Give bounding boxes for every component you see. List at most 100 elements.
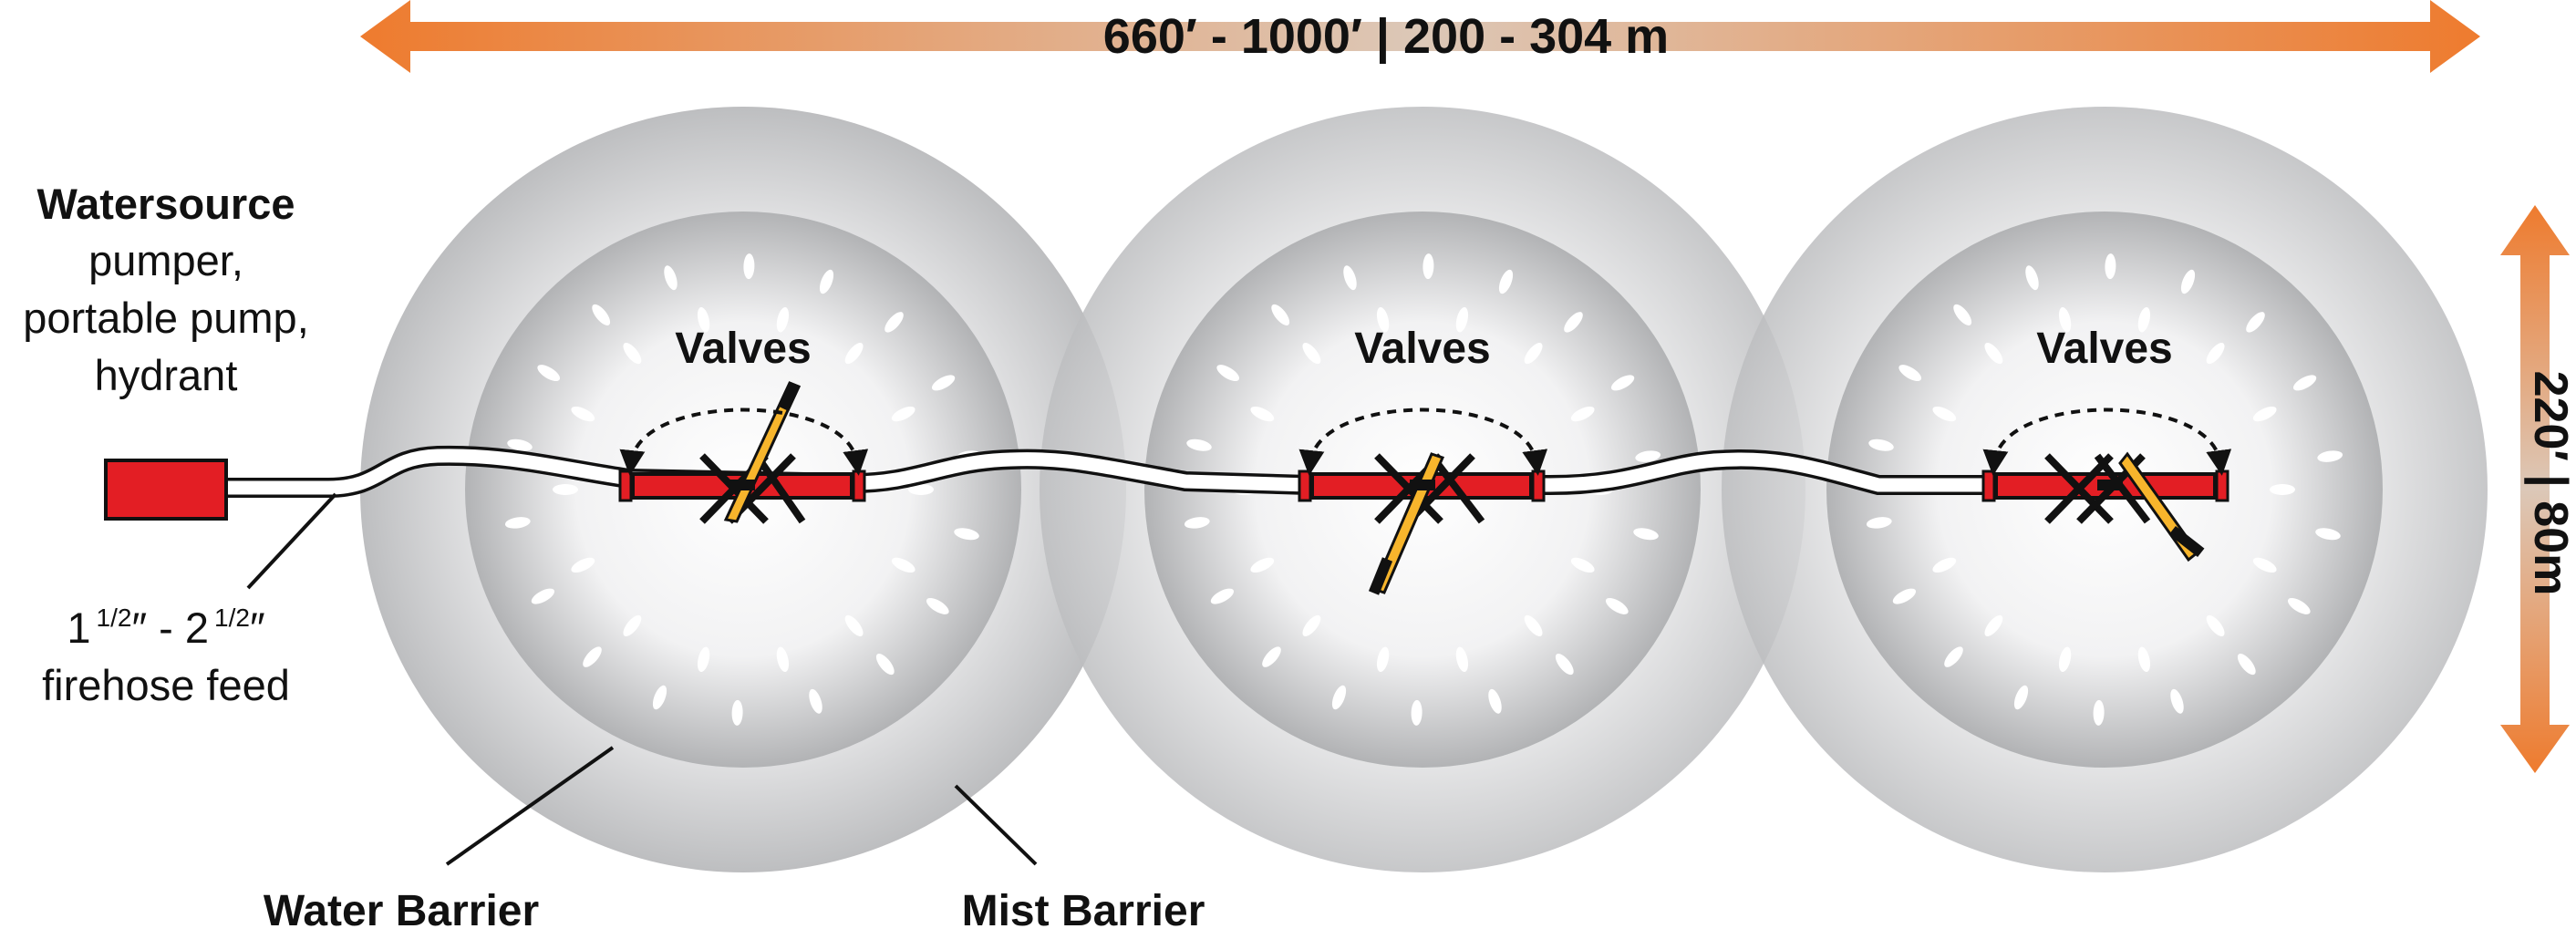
spray-droplet [1271, 304, 1290, 325]
spray-droplet [664, 265, 678, 291]
spray-droplet [531, 588, 555, 604]
spray-droplet [1186, 439, 1212, 451]
spray-droplet [1343, 265, 1357, 291]
spray-droplet [1944, 646, 1963, 667]
spray-droplet [623, 343, 642, 365]
spray-droplet [504, 517, 531, 529]
spray-droplet [2137, 306, 2151, 333]
spray-droplet [1932, 406, 1957, 422]
spray-droplet [2206, 343, 2225, 365]
spray-droplet [1498, 269, 1514, 294]
spray-droplet [697, 646, 710, 673]
feed-label: firehose feed [42, 661, 290, 709]
spray-droplet [1605, 597, 1629, 614]
spray-droplet [776, 646, 790, 673]
spray-droplet [1898, 365, 1922, 382]
spray-droplet [2137, 646, 2151, 673]
water-barrier-label: Water Barrier [264, 887, 539, 935]
spray-droplet [1564, 312, 1583, 333]
mist-barrier-leader [954, 784, 1038, 866]
spray-droplet [776, 306, 790, 333]
spray-droplet [1984, 614, 2003, 636]
spray-droplet [1250, 557, 1275, 573]
width-dimension-arrow [360, 0, 2480, 73]
spray-droplet [1331, 685, 1347, 710]
spray-droplet [908, 484, 934, 495]
spray-droplet [592, 304, 611, 325]
valves-label-1: Valves [675, 325, 811, 373]
spray-droplet [571, 406, 595, 422]
spray-droplet [1184, 517, 1210, 529]
spray-droplet [885, 312, 904, 333]
spray-droplet [2270, 484, 2295, 495]
width-label: 660′ - 1000′ | 200 - 304 m [1103, 9, 1669, 65]
spray-droplet [537, 365, 561, 382]
spray-droplet [2058, 646, 2072, 673]
spray-droplet [1984, 343, 2003, 365]
spray-droplet [2246, 312, 2265, 333]
spray-droplet [819, 269, 834, 294]
watersource-line-1: pumper, [88, 236, 243, 284]
spray-droplet [1411, 699, 1422, 726]
spray-droplet [891, 557, 916, 573]
spray-droplet [1302, 614, 1321, 636]
spray-droplet [1216, 365, 1240, 382]
spray-droplet [891, 406, 916, 422]
spray-droplet [1570, 557, 1595, 573]
spray-droplet [2180, 269, 2196, 294]
spray-droplet [926, 597, 949, 614]
watersource-title: Watersource [37, 180, 295, 228]
spray-droplet [2252, 557, 2277, 573]
spray-droplet [2013, 685, 2029, 710]
spray-droplet [731, 699, 743, 726]
spray-droplet [1376, 646, 1390, 673]
spray-droplet [1422, 253, 1434, 280]
watersource-pump [104, 459, 228, 521]
spray-droplet [2105, 253, 2116, 280]
spray-droplet [1302, 343, 1321, 365]
watersource-line-3: hydrant [95, 351, 238, 399]
spray-droplet [2058, 306, 2072, 333]
spray-droplet [2292, 375, 2317, 391]
spray-droplet [1635, 450, 1661, 462]
spray-droplet [571, 557, 595, 573]
spray-droplet [1524, 343, 1543, 365]
spray-droplet [1262, 646, 1281, 667]
valves-label-2: Valves [1354, 325, 1490, 373]
spray-droplet [1376, 306, 1390, 333]
spray-droplet [1932, 557, 1957, 573]
firehose [226, 445, 1988, 498]
spray-droplet [1210, 588, 1235, 604]
spray-droplet [1570, 406, 1595, 422]
spray-droplet [652, 685, 667, 710]
spray-droplet [1250, 406, 1275, 422]
spray-droplet [954, 528, 979, 541]
spray-droplet [1868, 439, 1894, 451]
spray-droplet [553, 484, 578, 495]
valve-rotation-arcs [619, 408, 2232, 476]
spray-droplet [2237, 654, 2256, 676]
spray-droplet [507, 439, 533, 451]
spray-droplet [1892, 588, 1917, 604]
spray-droplet [809, 688, 822, 714]
valves-label-3: Valves [2036, 325, 2172, 373]
spray-droplet [1455, 646, 1469, 673]
spray-droplet [2317, 450, 2343, 462]
mist-barrier-label: Mist Barrier [962, 887, 1205, 935]
spray-droplet [2206, 614, 2225, 636]
spray-droplet [2287, 597, 2311, 614]
spray-droplet [2315, 528, 2341, 541]
spray-droplet [2025, 265, 2039, 291]
spray-droplet [1610, 375, 1635, 391]
valve-assembly-3 [1981, 451, 2229, 562]
spray-droplet [623, 614, 642, 636]
feed-leader-line [246, 492, 337, 590]
spray-droplet [697, 306, 710, 333]
spray-droplet [1488, 688, 1502, 714]
spray-droplet [743, 253, 755, 280]
spray-droplet [875, 654, 895, 676]
spray-droplet [1524, 614, 1543, 636]
spray-droplet [2252, 406, 2277, 422]
